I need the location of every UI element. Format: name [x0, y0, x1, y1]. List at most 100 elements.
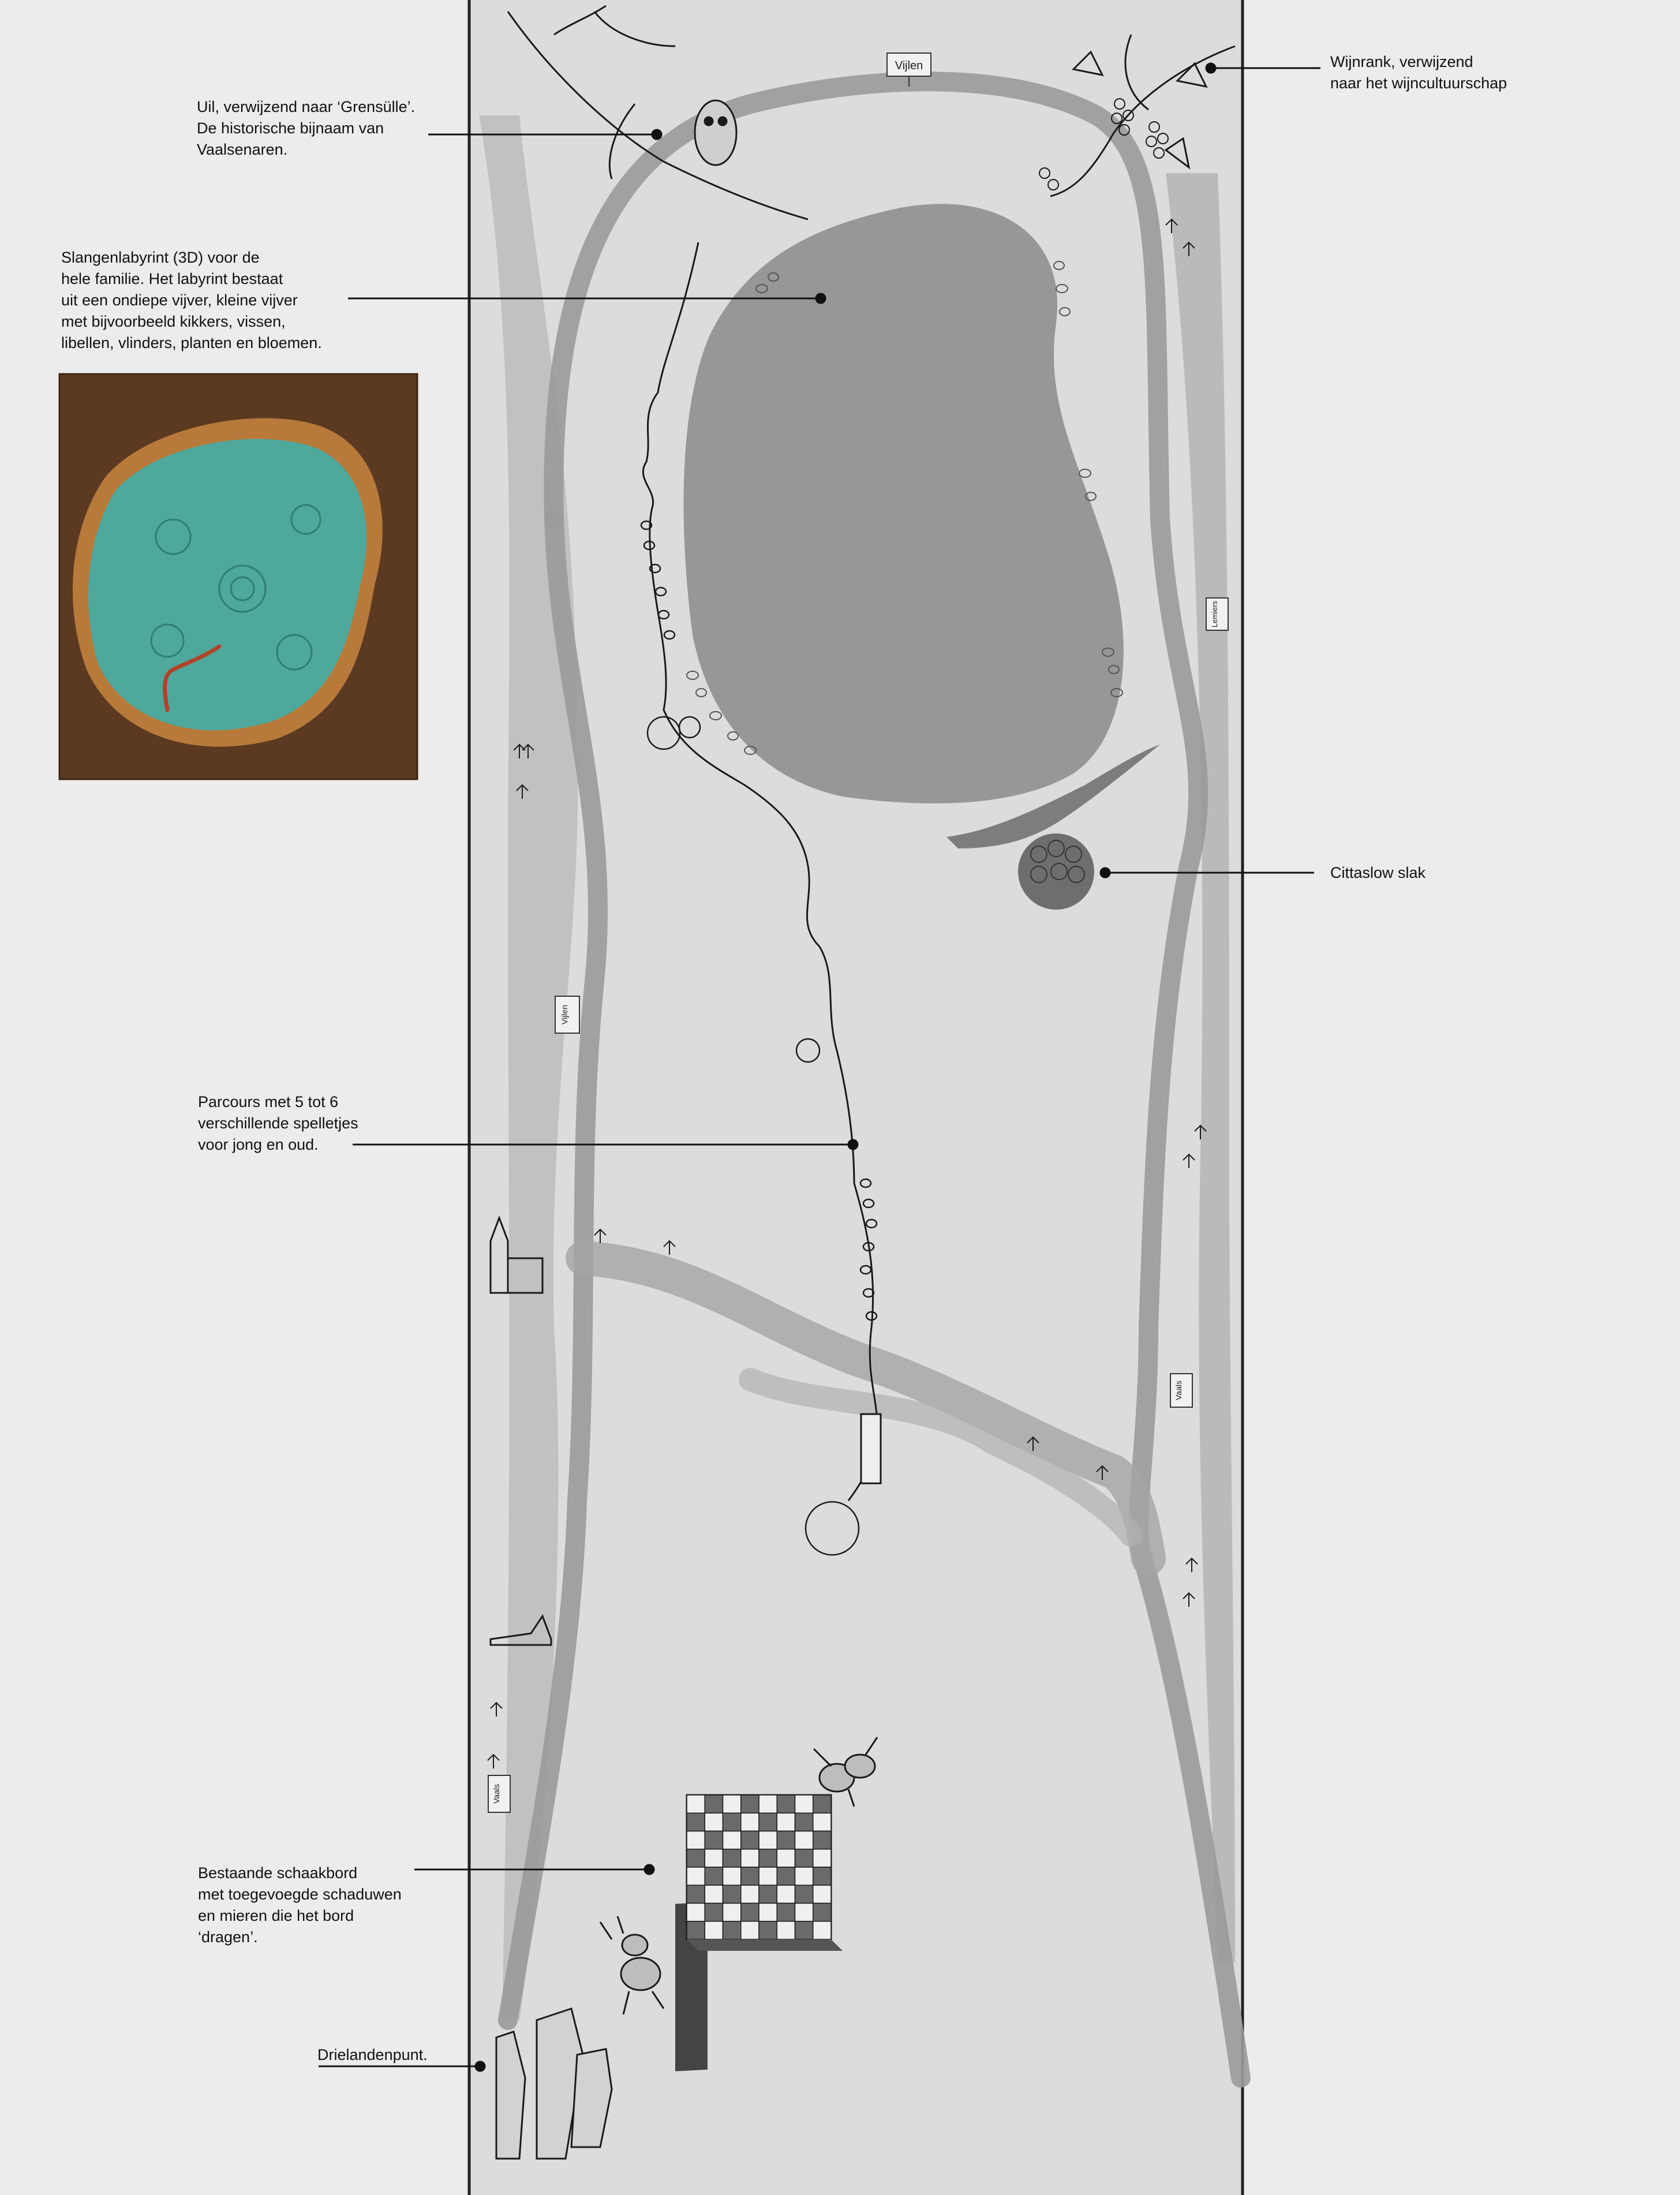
- chessboard-square: [722, 1902, 742, 1922]
- chessboard-square: [704, 1830, 724, 1850]
- chessboard-square: [794, 1830, 814, 1850]
- chessboard-squares: [686, 1794, 832, 1940]
- chessboard-square: [758, 1849, 777, 1868]
- chessboard-square: [794, 1812, 814, 1832]
- owl-drawing: [507, 5, 809, 220]
- chessboard-square: [704, 1794, 724, 1813]
- chessboard-square: [776, 1794, 796, 1813]
- chessboard-square: [813, 1812, 832, 1832]
- annotation-chessboard-line-1: Bestaande schaakbord: [198, 1864, 358, 1882]
- chessboard-square: [813, 1884, 832, 1904]
- chessboard-square: [704, 1849, 724, 1868]
- annotation-vine-line-1: Wijnrank, verwijzend: [1330, 53, 1473, 70]
- annotation-tripoint: Drielandenpunt.: [317, 2044, 428, 2066]
- cittaslow-snail: [946, 745, 1160, 910]
- leader-lines: [319, 62, 1320, 2072]
- chessboard-square: [740, 1812, 759, 1832]
- chessboard-square: [740, 1849, 759, 1868]
- snake-maze-photo: [58, 373, 418, 780]
- chessboard-square: [686, 1849, 705, 1868]
- sign-top: Vijlen: [886, 53, 931, 87]
- chessboard-square: [686, 1902, 705, 1922]
- chessboard-square: [686, 1794, 705, 1813]
- sign-top-label: Vijlen: [895, 59, 923, 72]
- chessboard-square: [794, 1849, 814, 1868]
- course-bridge: [860, 1413, 882, 1484]
- vine-drawing: [1039, 34, 1236, 197]
- sign-left-lower: Vaals: [488, 1775, 511, 1813]
- sign-right-upper: Lemiers: [1206, 597, 1229, 631]
- annotation-chessboard-line-2: met toegevoegde schaduwen: [198, 1886, 402, 1903]
- cross-path: [566, 1241, 1166, 1576]
- sign-left-lower-label: Vaals: [492, 1784, 501, 1804]
- annotation-course-line-1: Parcours met 5 tot 6: [198, 1093, 339, 1110]
- annotation-course-line-2: verschillende spelletjes: [198, 1115, 358, 1132]
- chessboard-square: [776, 1830, 796, 1850]
- annotation-owl-line-2: De historische bijnaam van: [197, 119, 384, 137]
- annotation-course-line-3: voor jong en oud.: [198, 1136, 319, 1153]
- chessboard-square: [722, 1849, 742, 1868]
- sign-right-upper-label: Lemiers: [1210, 600, 1219, 627]
- chessboard-square: [686, 1830, 705, 1850]
- chessboard-square: [686, 1884, 705, 1904]
- chessboard-square: [813, 1830, 832, 1850]
- annotation-snail: Cittaslow slak: [1330, 862, 1425, 884]
- annotation-vine: Wijnrank, verwijzend naar het wijncultuu…: [1330, 51, 1507, 94]
- chessboard-square: [794, 1902, 814, 1922]
- chessboard-square: [776, 1849, 796, 1868]
- chessboard-square: [686, 1867, 705, 1886]
- chessboard-square: [722, 1812, 742, 1832]
- annotation-snake-maze: Slangenlabyrint (3D) voor de hele famili…: [61, 247, 322, 354]
- annotation-snake-maze-line-1: Slangenlabyrint (3D) voor de: [61, 249, 260, 266]
- sign-right-lower: Vaals: [1170, 1373, 1193, 1408]
- sign-left-upper-label: Vijlen: [560, 1005, 569, 1024]
- chessboard-square: [758, 1794, 777, 1813]
- sign-right-lower-label: Vaals: [1174, 1381, 1183, 1400]
- chessboard-square: [722, 1830, 742, 1850]
- course-snake-line: [642, 242, 878, 1501]
- annotation-vine-line-2: naar het wijncultuurschap: [1330, 74, 1507, 92]
- cross-path-bend: [739, 1368, 1143, 1547]
- chessboard-square: [813, 1902, 832, 1922]
- chessboard-square: [758, 1812, 777, 1832]
- chessboard-square: [704, 1867, 724, 1886]
- annotation-chessboard-line-4: ‘dragen’.: [198, 1928, 258, 1946]
- pond-pebbles: [686, 261, 1123, 755]
- large-pond: [683, 204, 1124, 803]
- chessboard-square: [722, 1794, 742, 1813]
- chessboard-square: [813, 1794, 832, 1813]
- annotation-snake-maze-line-3: uit een ondiepe vijver, kleine vijver: [61, 291, 298, 309]
- chessboard-square: [704, 1902, 724, 1922]
- chessboard-square: [722, 1884, 742, 1904]
- chessboard-square: [758, 1902, 777, 1922]
- sign-left-upper: Vijlen: [555, 996, 580, 1034]
- chessboard-square: [758, 1884, 777, 1904]
- chessboard-square: [722, 1921, 742, 1940]
- chessboard-square: [740, 1902, 759, 1922]
- annotation-tripoint-line-1: Drielandenpunt.: [317, 2046, 428, 2063]
- annotation-owl-line-1: Uil, verwijzend naar ‘Grensülle’.: [197, 98, 416, 115]
- annotation-snake-maze-line-2: hele familie. Het labyrint bestaat: [61, 270, 283, 287]
- photo-snake: [163, 644, 222, 712]
- chessboard-square: [776, 1867, 796, 1886]
- chessboard-square: [740, 1830, 759, 1850]
- annotation-chessboard-line-3: en mieren die het bord: [198, 1907, 354, 1924]
- small-trees: [487, 218, 1207, 1768]
- chessboard-square: [704, 1921, 724, 1940]
- chessboard-square: [758, 1921, 777, 1940]
- annotation-owl-line-3: Vaalsenaren.: [197, 141, 288, 158]
- village-churches: [489, 1215, 552, 1646]
- chessboard-square: [813, 1921, 832, 1940]
- tripoint-monument: [495, 2007, 613, 2160]
- chessboard-square: [686, 1812, 705, 1832]
- annotation-snake-maze-line-4: met bijvoorbeeld kikkers, vissen,: [61, 313, 286, 330]
- ants-carrying-board: [599, 1737, 878, 2015]
- chessboard-square: [776, 1902, 796, 1922]
- chessboard-square: [704, 1884, 724, 1904]
- chessboard-square: [758, 1867, 777, 1886]
- chessboard-square: [813, 1849, 832, 1868]
- chessboard-square: [686, 1921, 705, 1940]
- chessboard-square: [813, 1867, 832, 1886]
- chessboard: [675, 1794, 843, 2071]
- chessboard-square: [794, 1794, 814, 1813]
